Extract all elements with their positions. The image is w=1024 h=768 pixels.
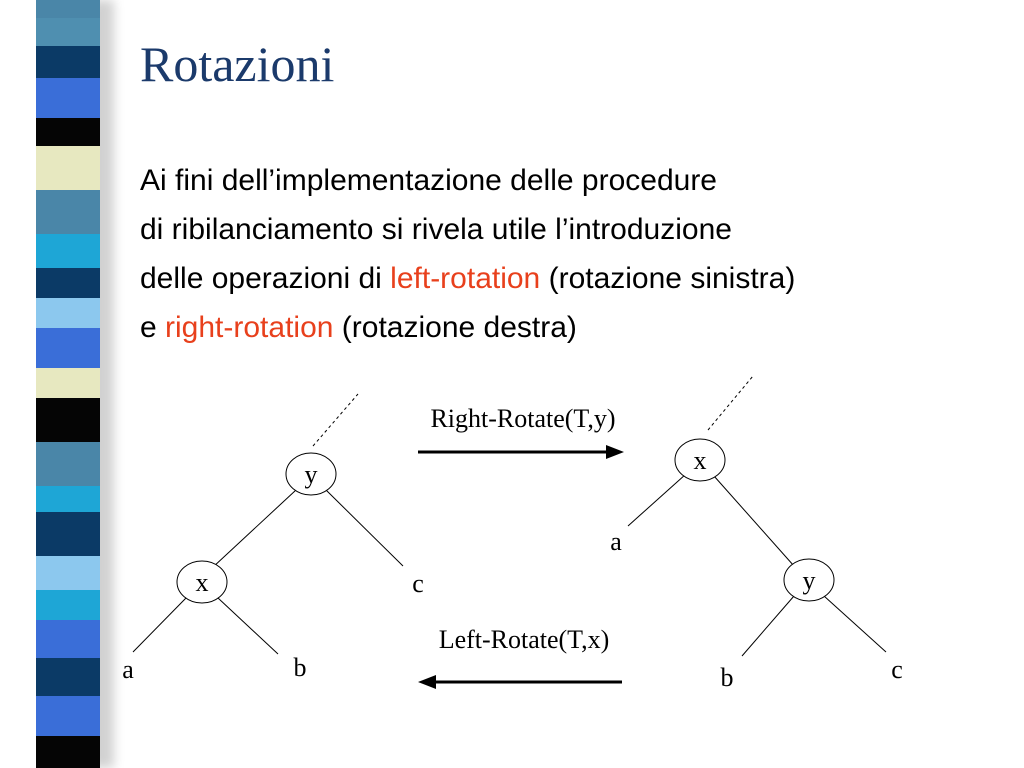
paragraph-line-1: Ai fini dell’implementazione delle proce… <box>140 164 717 197</box>
left-rotation-highlight: left-rotation <box>390 262 541 295</box>
right-tree-leaf-b: b <box>721 663 734 692</box>
left-tree-node-y <box>285 452 337 496</box>
left-tree-edge-y-c <box>325 489 404 567</box>
paragraph-line-3: delle operazioni di left-rotation (rotaz… <box>140 254 1020 303</box>
left-tree-edge-x-b <box>217 597 279 655</box>
right-tree-edge-y-c <box>823 595 887 653</box>
right-tree-node-x <box>674 438 726 482</box>
right-tree-edge-x-y <box>713 475 795 567</box>
left-tree-leaf-a: a <box>122 655 134 684</box>
left-tree-leaf-c: c <box>412 569 424 598</box>
left-rotate-label: Left-Rotate(T,x) <box>439 625 610 654</box>
right-tree-node-y <box>783 558 835 602</box>
left-arrow-icon <box>418 675 436 689</box>
right-tree-edge-x-a <box>627 473 687 527</box>
right-tree-node-x-label: x <box>694 446 707 475</box>
line4-text-post: (rotazione destra) <box>333 311 577 344</box>
left-tree-parent-link <box>312 393 359 447</box>
right-tree-leaf-c: c <box>891 655 903 684</box>
right-tree-node-y-label: y <box>803 566 816 595</box>
line3-text-post: (rotazione sinistra) <box>540 262 796 295</box>
paragraph-line-4: e right-rotation (rotazione destra) <box>140 303 1020 352</box>
slide-title: Rotazioni <box>140 36 335 92</box>
line4-text-pre: e <box>140 311 166 344</box>
left-tree-edge-x-a <box>132 597 187 653</box>
line3-text-pre: delle operazioni di <box>140 262 391 295</box>
right-tree-leaf-a: a <box>610 527 622 556</box>
decorative-stripe <box>36 0 100 768</box>
right-tree-parent-link <box>707 375 754 431</box>
paragraph-line-2: di ribilanciamento si rivela utile l’int… <box>140 213 732 246</box>
left-tree-node-x <box>176 560 228 604</box>
right-tree-edge-y-b <box>741 595 795 657</box>
left-tree-leaf-b: b <box>294 653 307 682</box>
slide-paragraph: Ai fini dell’implementazione delle proce… <box>140 156 1020 352</box>
right-rotate-label: Right-Rotate(T,y) <box>430 404 615 433</box>
left-tree-node-y-label: y <box>305 460 318 489</box>
right-arrow-icon <box>606 445 624 459</box>
left-tree-edge-y-x <box>211 489 297 569</box>
left-tree-node-x-label: x <box>196 568 209 597</box>
right-rotation-highlight: right-rotation <box>165 311 334 344</box>
